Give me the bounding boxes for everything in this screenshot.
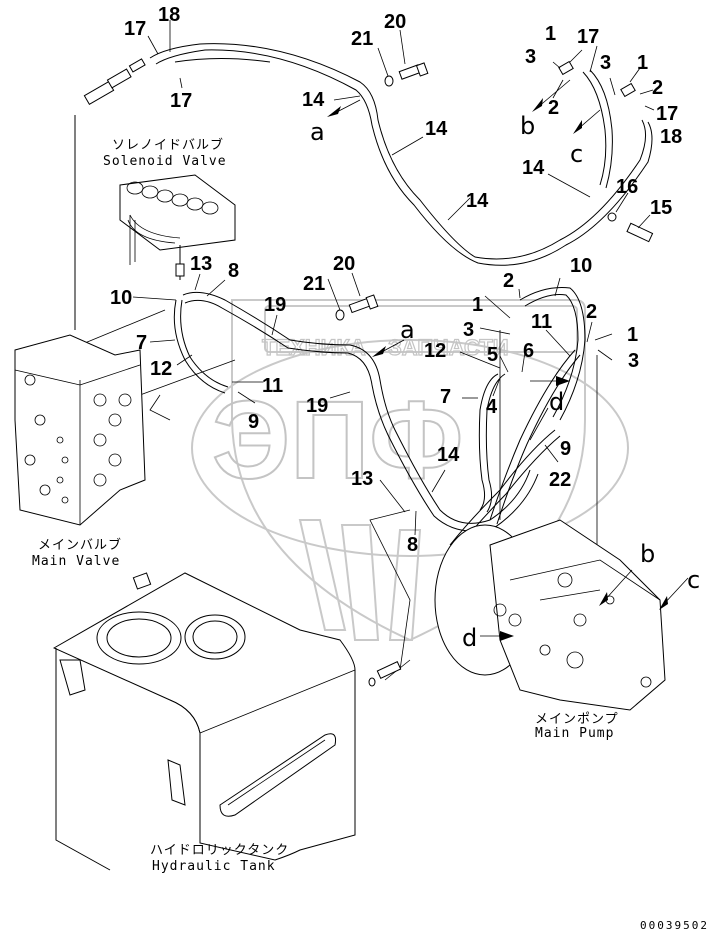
main-pump-label-jp: メインポンプ <box>535 712 619 727</box>
callout-4: 4 <box>486 396 498 418</box>
view-letter-d: d <box>549 388 564 416</box>
callout-11: 11 <box>262 375 283 397</box>
watermark-right-text: ЗАПЧАСТИ <box>388 335 509 360</box>
hydraulic-tank-label-en: Hydraulic Tank <box>152 859 276 874</box>
callout-19: 19 <box>264 294 286 316</box>
component-captions: ソレノイドバルブ Solenoid Valve メインバルブ Main Valv… <box>32 137 619 874</box>
callout-2: 2 <box>586 301 597 323</box>
callout-1: 1 <box>637 52 648 74</box>
callout-7: 7 <box>136 332 147 354</box>
callout-14: 14 <box>522 157 545 179</box>
callout-9: 9 <box>248 411 259 433</box>
callout-17: 17 <box>577 26 599 48</box>
callout-8: 8 <box>407 534 418 556</box>
callout-5: 5 <box>487 344 498 366</box>
view-letter-c: c <box>687 566 700 594</box>
callouts: 17 18 17 21 20 14 14 14 14 3 1 17 2 3 1 … <box>110 4 682 556</box>
callout-10: 10 <box>110 287 132 309</box>
callout-17: 17 <box>656 103 678 125</box>
hydraulic-tank-label-jp: ハイドロリックタンク <box>150 843 289 858</box>
callout-12: 12 <box>424 340 446 362</box>
main-valve-label-jp: メインバルブ <box>38 537 122 553</box>
view-letter-b: b <box>640 540 655 568</box>
callout-14: 14 <box>425 118 448 140</box>
callout-13: 13 <box>190 253 212 275</box>
callout-14: 14 <box>466 190 489 212</box>
callout-1: 1 <box>545 23 556 45</box>
watermark-logo: ЭПФ <box>212 379 463 502</box>
callout-10: 10 <box>570 255 592 277</box>
callout-3: 3 <box>600 52 611 74</box>
view-letter-c: c <box>570 140 583 168</box>
callout-1: 1 <box>472 294 483 316</box>
callout-11: 11 <box>531 311 552 333</box>
callout-2: 2 <box>503 270 514 292</box>
callout-3: 3 <box>463 319 474 341</box>
callout-14: 14 <box>302 89 325 111</box>
callout-6: 6 <box>523 340 534 362</box>
view-arrows <box>327 79 689 641</box>
view-letter-b: b <box>520 112 535 140</box>
callout-2: 2 <box>548 97 559 119</box>
callout-22: 22 <box>549 469 571 491</box>
callout-17: 17 <box>170 90 192 112</box>
callout-2: 2 <box>652 77 663 99</box>
solenoid-valve <box>119 174 236 280</box>
callout-8: 8 <box>228 260 239 282</box>
callout-1: 1 <box>627 324 638 346</box>
callout-20: 20 <box>333 253 355 275</box>
callout-3: 3 <box>628 350 639 372</box>
upper-left-hose-assembly <box>74 43 653 330</box>
callout-21: 21 <box>303 273 325 295</box>
callout-9: 9 <box>560 438 571 460</box>
callout-leaders <box>132 20 655 536</box>
callout-21: 21 <box>351 28 373 50</box>
callout-17: 17 <box>124 18 146 40</box>
solenoid-valve-label-jp: ソレノイドバルブ <box>112 137 224 153</box>
hydraulic-tank <box>52 572 402 871</box>
watermark: ТЕХНИКА ЗАПЧАСТИ ЭПФ <box>191 299 629 642</box>
callout-13: 13 <box>351 468 373 490</box>
drawing-code: 00039502 <box>640 919 709 932</box>
main-pump <box>434 519 666 711</box>
main-valve-label-en: Main Valve <box>32 554 120 569</box>
callout-18: 18 <box>660 126 682 148</box>
callout-15: 15 <box>650 197 672 219</box>
callout-3: 3 <box>525 46 536 68</box>
watermark-ellipse <box>191 339 629 557</box>
callout-12: 12 <box>150 358 172 380</box>
callout-20: 20 <box>384 11 406 33</box>
callout-19: 19 <box>306 395 328 417</box>
main-valve <box>14 334 146 526</box>
bolt-washer-upper <box>384 62 429 87</box>
view-letter-d: d <box>462 624 477 652</box>
watermark-left-text: ТЕХНИКА <box>262 335 366 360</box>
view-letter-a: a <box>400 316 415 344</box>
view-letter-a: a <box>310 118 325 146</box>
callout-7: 7 <box>440 386 451 408</box>
view-letters: a a b b c c d d <box>310 112 700 652</box>
bolt-washer-middle <box>335 294 379 321</box>
main-pump-label-en: Main Pump <box>535 726 614 741</box>
callout-16: 16 <box>616 176 638 198</box>
callout-14: 14 <box>437 444 460 466</box>
callout-18: 18 <box>158 4 180 26</box>
watermark-band <box>264 305 578 353</box>
solenoid-valve-label-en: Solenoid Valve <box>103 154 227 169</box>
upper-right-fittings <box>558 60 654 243</box>
watermark-wheat-icon <box>298 519 422 641</box>
